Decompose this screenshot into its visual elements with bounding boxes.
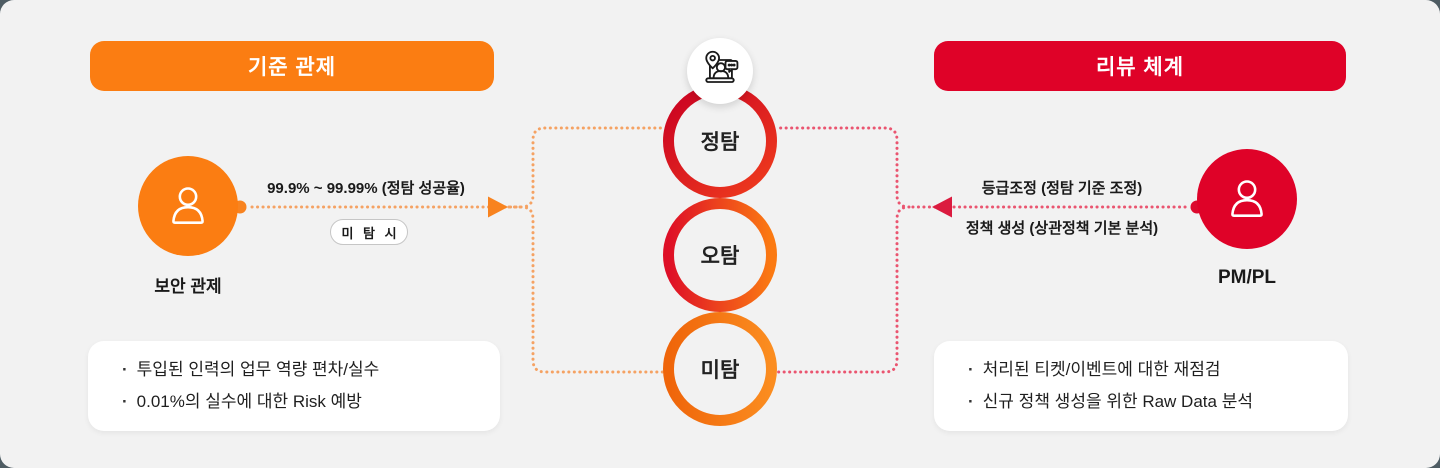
bullet-dot: ·	[968, 392, 974, 411]
grade-adjust-label: 등급조정 (정탐 기준 조정)	[981, 180, 1143, 197]
person-icon	[172, 187, 204, 224]
person-icon	[1231, 180, 1263, 217]
monitoring-person-laptop-pin-chat-icon	[705, 50, 739, 83]
security-operator-label: 보안 관제	[154, 277, 222, 296]
detection-success-rate-label: 99.9% ~ 99.99% (정탐 성공율)	[267, 180, 465, 197]
right-arrowhead-icon	[932, 196, 952, 218]
note-text: 신규 정책 생성을 위한 Raw Data 분석	[982, 392, 1253, 411]
left-section-header: 기준 관제	[90, 41, 494, 91]
node-ring-otam	[663, 198, 777, 312]
right-section-header: 리뷰 체계	[934, 41, 1346, 91]
node-label-otam: 오탐	[700, 245, 740, 268]
note-text: 투입된 인력의 업무 역량 편차/실수	[136, 360, 380, 379]
note-item: · 0.01%의 실수에 대한 Risk 예방	[122, 386, 500, 418]
bullet-dot: ·	[968, 360, 974, 379]
bullet-dot: ·	[122, 392, 128, 411]
security-operator-avatar	[138, 156, 238, 256]
pm-pl-label: PM/PL	[1217, 267, 1277, 288]
right-notes-card: · 처리된 티켓/이벤트에 대한 재점검 · 신규 정책 생성을 위한 Raw Da…	[934, 341, 1348, 431]
left-notes-card: · 투입된 인력의 업무 역량 편차/실수 · 0.01%의 실수에 대한 Risk…	[88, 341, 500, 431]
node-label-mitam: 미탐	[700, 359, 740, 382]
right-dotted-flow	[775, 126, 1192, 374]
note-item: · 처리된 티켓/이벤트에 대한 재점검	[968, 354, 1348, 386]
node-label-jeongtam: 정탐	[700, 131, 740, 154]
note-item: · 신규 정책 생성을 위한 Raw Data 분석	[968, 386, 1348, 418]
note-text: 0.01%의 실수에 대한 Risk 예방	[136, 392, 362, 411]
monitoring-icon-circle	[687, 38, 753, 104]
note-item: · 투입된 인력의 업무 역량 편차/실수	[122, 354, 500, 386]
missed-detection-badge: 미 탐 시	[330, 219, 408, 245]
note-text: 처리된 티켓/이벤트에 대한 재점검	[982, 360, 1221, 379]
bullet-dot: ·	[122, 360, 128, 379]
left-arrowhead-icon	[488, 196, 508, 218]
pm-pl-avatar	[1197, 149, 1297, 249]
left-dotted-flow	[250, 126, 665, 374]
policy-creation-label: 정책 생성 (상관정책 기본 분석)	[965, 220, 1159, 237]
node-ring-mitam	[663, 312, 777, 426]
